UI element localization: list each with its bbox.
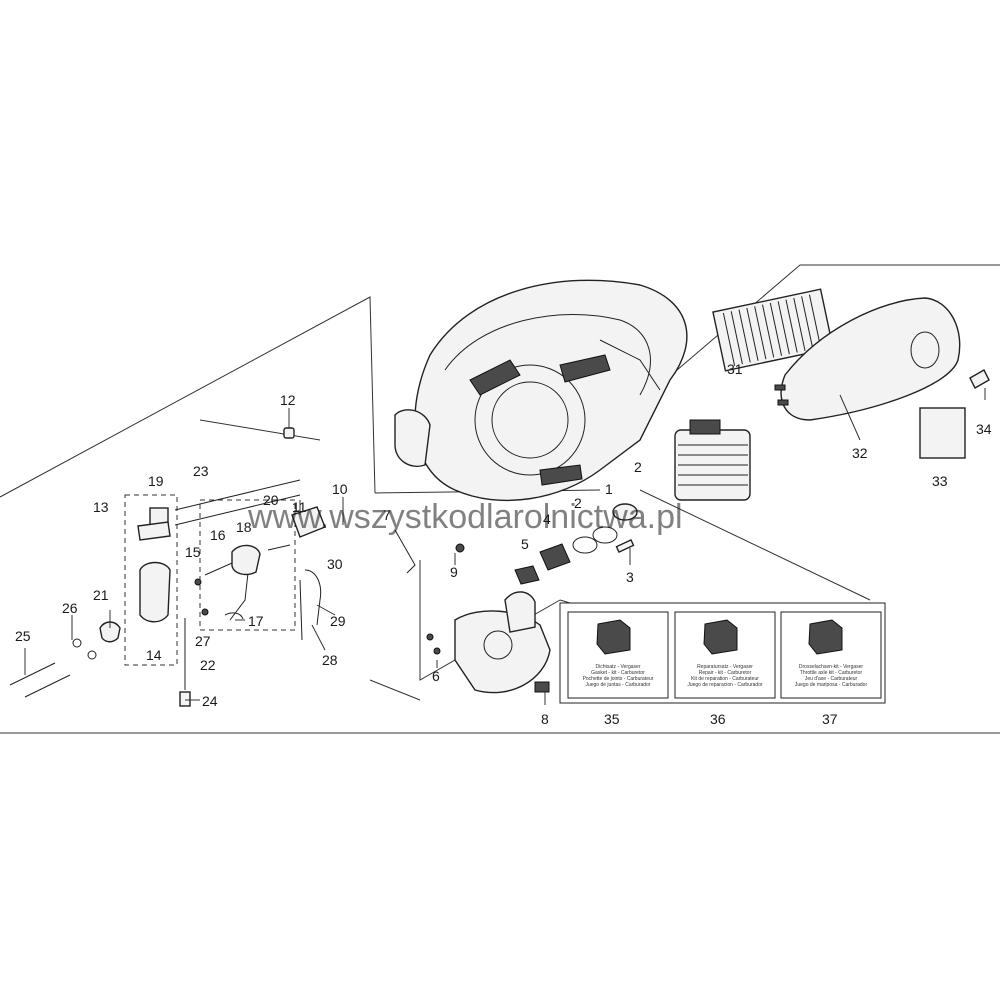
callout-37: 37 [822, 711, 838, 727]
callout-32: 32 [852, 445, 868, 461]
callout-23: 23 [193, 463, 209, 479]
callout-numbers: 1 2 2 3 4 5 6 7 8 9 10 11 12 13 14 15 16… [15, 361, 992, 727]
callout-leaders [24, 388, 986, 705]
callout-2b: 2 [574, 495, 582, 511]
callout-19: 19 [148, 473, 164, 489]
kit-36-caption-line: Reparatursatz - Vergaser [697, 664, 753, 670]
callout-33: 33 [932, 473, 948, 489]
kit-37-caption-line: Jeu d'axe - Carburateur [805, 676, 858, 682]
filter-cover [774, 297, 990, 459]
callout-20: 20 [263, 492, 279, 508]
air-filter [712, 288, 834, 372]
callout-15: 15 [185, 544, 201, 560]
callout-36: 36 [710, 711, 726, 727]
callout-12: 12 [280, 392, 296, 408]
kit-37-caption-line: Throttle axle kit - Carburetor [800, 670, 863, 676]
callout-3: 3 [626, 569, 634, 585]
callout-22: 22 [200, 657, 216, 673]
kit-boxes [559, 602, 886, 704]
callout-10: 10 [332, 481, 348, 497]
kit-37-caption-line: Juego de mariposa - Carburador [795, 682, 868, 688]
kit-35-caption-line: Dichtsatz - Vergaser [595, 664, 640, 670]
callout-5: 5 [521, 536, 529, 552]
kit-35-caption-line: Juego de juntas - Carburador [585, 682, 650, 688]
callout-1: 1 [605, 481, 613, 497]
callout-25: 25 [15, 628, 31, 644]
watermark-text: www.wszystkodlarolnictwa.pl [247, 498, 683, 536]
kit-36-caption-line: Repair - kit - Carburetor [699, 670, 752, 676]
callout-17: 17 [248, 613, 264, 629]
callout-9: 9 [450, 564, 458, 580]
kit-35-caption-line: Gasket - kit - Carburetor [591, 670, 645, 676]
piston-group [514, 503, 638, 585]
kit-37-caption-line: Drosselachsen-kit - Vergaser [799, 664, 864, 670]
callout-27: 27 [195, 633, 211, 649]
callout-14: 14 [146, 647, 162, 663]
callout-6: 6 [432, 668, 440, 684]
kit-36-caption-line: Kit de reparation - Carburateur [691, 676, 759, 682]
callout-30: 30 [327, 556, 343, 572]
callout-7: 7 [383, 507, 391, 523]
callout-2: 2 [634, 459, 642, 475]
callout-18: 18 [236, 519, 252, 535]
callout-29: 29 [330, 613, 346, 629]
crank-cover [394, 529, 551, 694]
carburetor-parts [9, 494, 209, 707]
callout-16: 16 [210, 527, 226, 543]
kit-36-caption-line: Juego de reparacion - Carburador [687, 682, 763, 688]
callout-24: 24 [202, 693, 218, 709]
throttle-linkage [174, 427, 326, 641]
callout-34: 34 [976, 421, 992, 437]
cylinder [674, 419, 751, 501]
callout-13: 13 [93, 499, 109, 515]
callout-31: 31 [727, 361, 743, 377]
callout-28: 28 [322, 652, 338, 668]
callout-8: 8 [541, 711, 549, 727]
callout-26: 26 [62, 600, 78, 616]
callout-4: 4 [543, 511, 551, 527]
callout-21: 21 [93, 587, 109, 603]
callout-35: 35 [604, 711, 620, 727]
kit-35-caption-line: Pochette de joints - Carburateur [583, 676, 654, 682]
callout-11: 11 [292, 499, 307, 515]
fan-housing [394, 279, 688, 502]
